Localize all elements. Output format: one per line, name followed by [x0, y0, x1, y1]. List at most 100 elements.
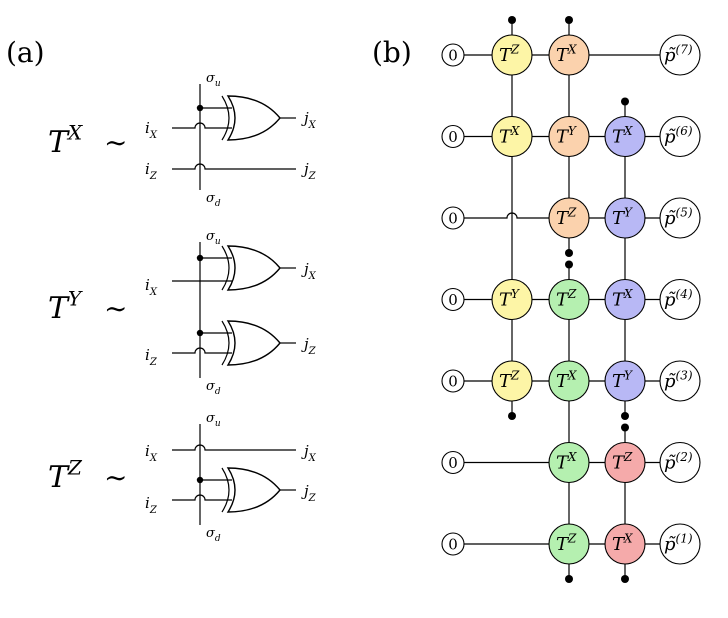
output-node — [659, 278, 701, 321]
tensor-node — [548, 34, 590, 76]
input-z-wire — [172, 494, 232, 501]
tensor-label: TZ — [556, 287, 577, 311]
tensor-label: TX — [556, 42, 577, 66]
tensor-label: TX — [556, 368, 577, 392]
sigma-d-label: σd — [206, 191, 221, 209]
tensor-node — [604, 523, 646, 565]
tensor-node — [604, 278, 646, 321]
xor-gate-back-arc — [221, 95, 230, 141]
output-z-label: jZ — [301, 482, 317, 504]
x-through-wire — [172, 444, 296, 451]
xor-gate-x-body — [226, 245, 281, 291]
input-x-wire — [172, 122, 232, 129]
tensor-label: TX — [612, 124, 633, 148]
output-node — [659, 441, 701, 484]
top-col-1-terminal-dot — [565, 16, 573, 24]
tensor-node — [491, 360, 533, 402]
xor-gate-back-arc — [221, 467, 230, 513]
output-z-label: jZ — [301, 335, 317, 357]
panel-a-gate-decompositions: TX∼σuσdiXiZjXjZTY∼σuσdiXiZjXjZTZ∼σuσdiXi… — [48, 71, 317, 544]
sigma-d-label: σd — [206, 379, 221, 397]
zero-label: 0 — [448, 291, 458, 309]
tensor-label: TZ — [556, 531, 577, 555]
output-node — [659, 360, 701, 402]
lhs-label: TZ — [48, 455, 83, 495]
sigma-u-label: σu — [206, 229, 221, 247]
sim-symbol: ∼ — [104, 292, 127, 325]
zero-node — [441, 369, 465, 393]
output-label: p̃(1) — [664, 531, 693, 555]
sim-symbol: ∼ — [104, 126, 127, 159]
tensor-node — [548, 197, 590, 239]
zero-label: 0 — [448, 373, 458, 391]
bottom-col-0-terminal-dot — [508, 412, 516, 420]
tensor-node — [491, 278, 533, 321]
zero-label: 0 — [448, 128, 458, 146]
zero-label: 0 — [448, 536, 458, 554]
output-label: p̃(6) — [664, 124, 693, 148]
tensor-label: TX — [556, 450, 577, 474]
tensor-label: TZ — [499, 42, 520, 66]
top-col-0-terminal-dot — [508, 16, 516, 24]
lhs-label: TX — [48, 120, 83, 160]
output-label: p̃(7) — [664, 42, 693, 66]
input-x-label: iX — [145, 119, 158, 141]
tensor-node — [604, 197, 646, 239]
zero-node — [441, 43, 465, 67]
input-z-wire — [172, 347, 232, 354]
input-z-label: iZ — [145, 494, 158, 516]
tensor-label: TY — [612, 368, 633, 392]
tensor-node — [604, 115, 646, 158]
tensor-label: TZ — [499, 368, 520, 392]
xor-gate-z-body — [226, 320, 281, 366]
input-x-label: iX — [145, 442, 158, 464]
zero-label: 0 — [448, 454, 458, 472]
tensor-node — [548, 360, 590, 402]
tensor-label: TX — [612, 287, 633, 311]
tensor-node — [548, 523, 590, 565]
sim-symbol: ∼ — [104, 461, 127, 494]
tensor-label: TY — [499, 287, 520, 311]
output-z-label: jZ — [301, 160, 317, 182]
mid-col-1-down-terminal-dot — [565, 249, 573, 257]
xor-gate-x-back-arc — [221, 245, 230, 291]
z-through-wire — [172, 163, 296, 170]
output-node — [659, 115, 701, 158]
tensor-label: TZ — [556, 205, 577, 229]
panel-b-label: (b) — [372, 36, 412, 69]
output-x-label: jX — [301, 109, 317, 131]
panel-a-label: (a) — [6, 36, 45, 69]
output-x-label: jX — [301, 260, 317, 282]
tensor-node — [548, 278, 590, 321]
input-z-label: iZ — [145, 346, 158, 368]
sigma-u-label: σu — [206, 411, 221, 429]
zero-node — [441, 450, 465, 475]
tensor-node — [491, 115, 533, 158]
panel-a-row-3: TZ ∼ σu σd iX iZ jX jZ — [48, 411, 317, 544]
xor-gate-z-back-arc — [221, 320, 230, 366]
zero-node — [441, 206, 465, 230]
bottom-col-1-terminal-dot — [565, 575, 573, 583]
bottom-col-2-terminal-dot — [621, 575, 629, 583]
output-label: p̃(4) — [664, 287, 693, 311]
sigma-u-label: σu — [206, 71, 221, 89]
tensor-node — [548, 441, 590, 484]
output-label: p̃(3) — [664, 368, 693, 392]
output-node — [659, 34, 701, 76]
tensor-node — [604, 360, 646, 402]
zero-node — [441, 287, 465, 312]
tensor-label: TZ — [612, 450, 633, 474]
output-x-label: jX — [301, 442, 317, 464]
output-label: p̃(2) — [664, 450, 693, 474]
zero-label: 0 — [448, 47, 458, 65]
sigma-d-label: σd — [206, 526, 221, 544]
tensor-node — [491, 34, 533, 76]
tensor-node — [548, 115, 590, 158]
mid-col-2-down-terminal-dot — [621, 412, 629, 420]
tensor-node — [604, 441, 646, 484]
xor-gate-body — [226, 467, 281, 513]
